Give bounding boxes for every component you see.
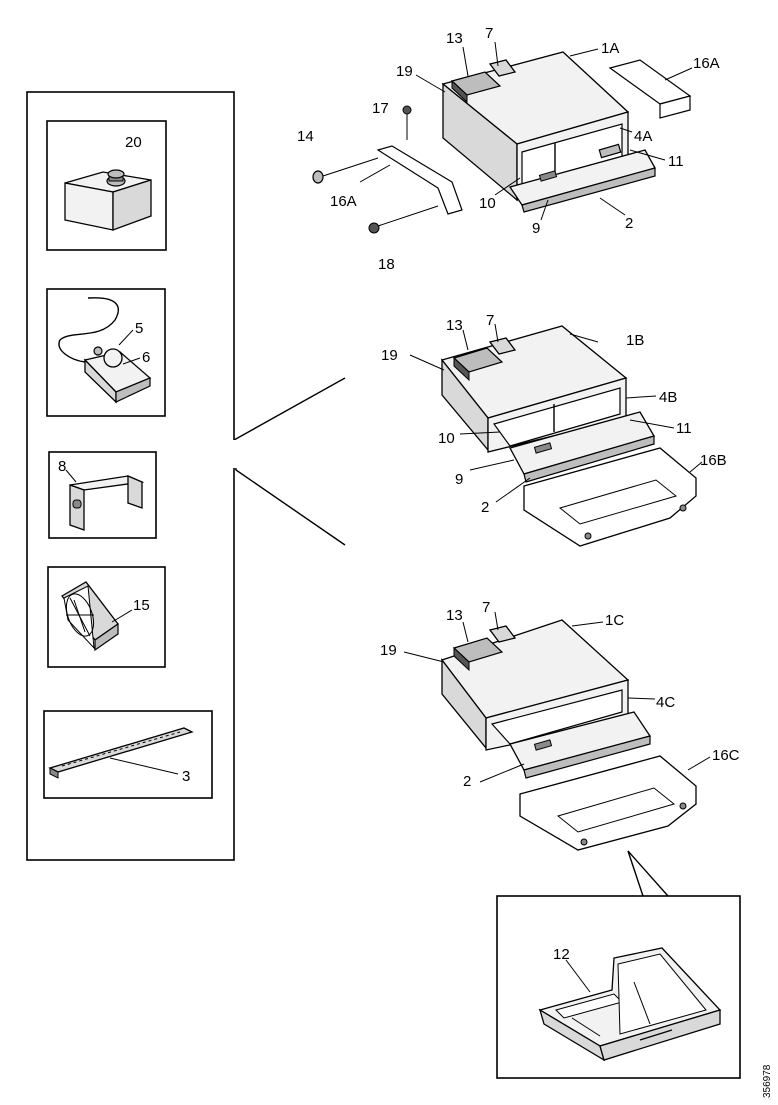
- label-b-2: 2: [481, 499, 489, 516]
- label-b-13: 13: [446, 317, 463, 334]
- part-12-drawer: 12: [496, 895, 741, 1079]
- label-c-13: 13: [446, 607, 463, 624]
- label-c-7: 7: [482, 599, 490, 616]
- panel-callout-line-top: [233, 377, 346, 441]
- label-a-16a-left: 16A: [330, 193, 357, 210]
- label-4b: 4B: [659, 389, 677, 406]
- part-3-rail: 3: [43, 710, 213, 799]
- label-8: 8: [58, 458, 66, 475]
- part-5-6-sensor: 5 6: [46, 288, 166, 417]
- label-1a: 1A: [601, 40, 619, 57]
- label-a-13: 13: [446, 30, 463, 47]
- label-a-9: 9: [532, 220, 540, 237]
- part-20-box: 20: [46, 120, 167, 251]
- label-a-17: 17: [372, 100, 389, 117]
- label-20: 20: [125, 134, 142, 151]
- part-8-bracket: 8: [48, 451, 157, 539]
- label-a-18: 18: [378, 256, 395, 273]
- label-5: 5: [135, 320, 143, 337]
- label-a-10: 10: [479, 195, 496, 212]
- label-a-7: 7: [485, 25, 493, 42]
- label-a-14: 14: [297, 128, 314, 145]
- panel-callout-line-bottom: [233, 439, 346, 546]
- assembly-a: 13 7 1A 16A 19 17 14 4A 11 16A 10 9 2 18: [297, 25, 720, 273]
- label-15: 15: [133, 597, 150, 614]
- label-b-11: 11: [676, 420, 692, 437]
- label-3: 3: [182, 768, 190, 785]
- assembly-c: 13 7 1C 19 4C 2 16C: [380, 599, 740, 897]
- label-c-2: 2: [463, 773, 471, 790]
- label-4c: 4C: [656, 694, 675, 711]
- label-16c: 16C: [712, 747, 740, 764]
- label-12: 12: [553, 946, 570, 963]
- assembly-b: 13 7 1B 19 4B 10 11 16B 9 2: [381, 312, 727, 547]
- label-c-19: 19: [380, 642, 397, 659]
- label-6: 6: [142, 349, 150, 366]
- label-b-19: 19: [381, 347, 398, 364]
- document-number: 356978: [762, 1064, 773, 1098]
- label-b-9: 9: [455, 471, 463, 488]
- label-a-11: 11: [668, 153, 684, 170]
- label-a-19: 19: [396, 63, 413, 80]
- label-a-2: 2: [625, 215, 633, 232]
- label-b-10: 10: [438, 430, 455, 447]
- part-3-frame: [43, 710, 213, 799]
- label-a-16a-right: 16A: [693, 55, 720, 72]
- label-16b: 16B: [700, 452, 727, 469]
- label-4a: 4A: [634, 128, 652, 145]
- label-1b: 1B: [626, 332, 644, 349]
- label-1c: 1C: [605, 612, 624, 629]
- label-b-7: 7: [486, 312, 494, 329]
- part-15-fan: 15: [47, 566, 166, 668]
